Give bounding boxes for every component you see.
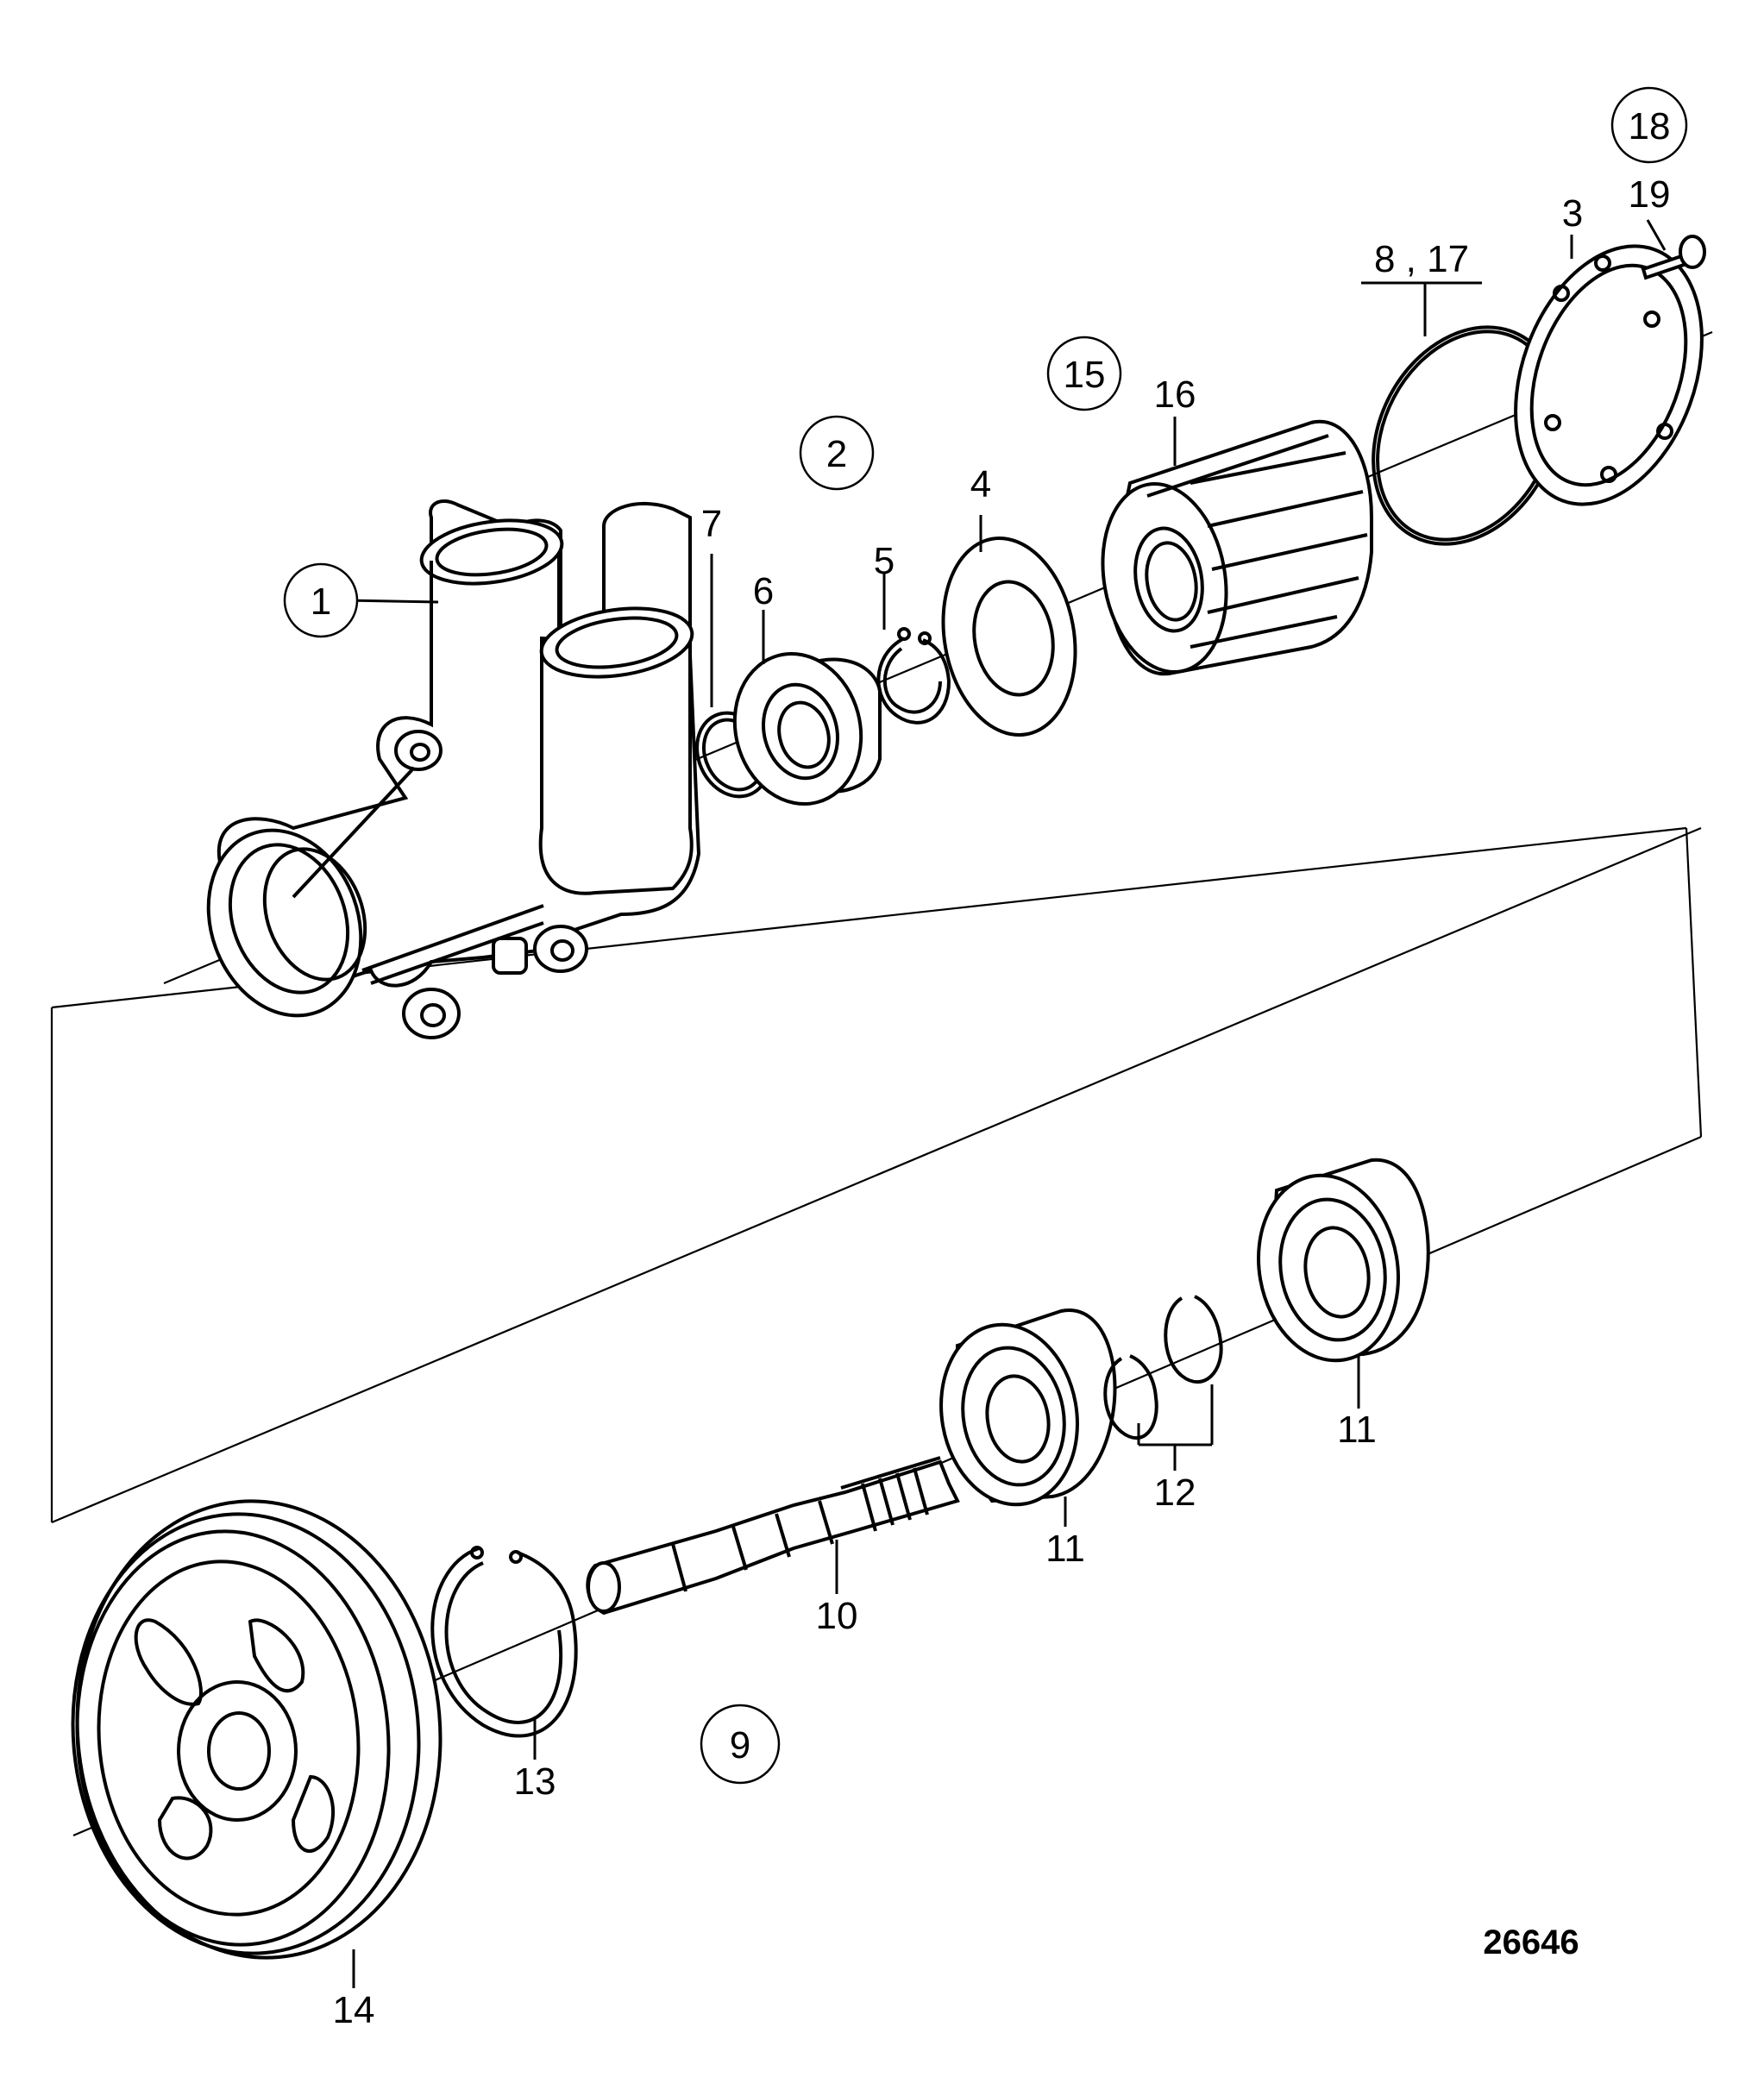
callout-6: 6	[753, 570, 774, 612]
callout-11-b: 11	[1337, 1409, 1377, 1451]
circlips-12	[1103, 1295, 1223, 1440]
callout-10: 10	[816, 1595, 858, 1637]
callout-9: 9	[700, 1704, 781, 1785]
callout-15: 15	[1046, 336, 1122, 411]
callout-1: 1	[283, 562, 359, 638]
callout-label: 2	[826, 433, 847, 475]
callout-circle	[799, 415, 875, 491]
impeller-16	[1101, 419, 1373, 676]
circlip-5	[876, 627, 951, 725]
callout-16: 16	[1154, 373, 1196, 416]
bearing-11-a	[939, 1308, 1117, 1507]
cover-3	[1514, 244, 1704, 506]
callout-8-17: 8 , 17	[1374, 238, 1469, 280]
callout-circle	[700, 1704, 781, 1785]
callout-circle	[283, 562, 359, 638]
callout-5: 5	[874, 540, 895, 582]
callout-circle	[1046, 336, 1122, 411]
callout-label: 15	[1064, 354, 1106, 396]
shaft-10	[586, 1456, 960, 1616]
callouts: 1 2 3 4 5 6 7 8 , 17 9 10 11 11 12 13 14…	[283, 86, 1688, 2031]
pump-housing	[206, 499, 701, 1039]
callout-label: 9	[730, 1724, 750, 1767]
callout-11-a: 11	[1045, 1528, 1085, 1570]
callout-label: 1	[311, 580, 331, 623]
bearing-11-b	[1257, 1158, 1430, 1363]
callout-19: 19	[1629, 173, 1671, 216]
seal-6	[732, 651, 882, 806]
callout-2: 2	[799, 415, 875, 491]
callout-13: 13	[514, 1760, 556, 1803]
callout-7: 7	[701, 503, 722, 545]
pulley-14	[71, 1499, 443, 1960]
circlip-13	[430, 1546, 578, 1738]
callout-18: 18	[1610, 86, 1688, 164]
callout-circle	[1610, 86, 1688, 164]
callout-label: 18	[1629, 105, 1671, 147]
drawing-number: 26646	[1483, 1923, 1579, 1961]
callout-14: 14	[333, 1989, 375, 2031]
callout-3: 3	[1562, 192, 1583, 235]
callout-4: 4	[970, 463, 991, 505]
callout-12: 12	[1154, 1472, 1196, 1514]
wear-plate-4	[941, 537, 1077, 737]
screw-19	[1641, 235, 1706, 280]
leader-lines	[344, 219, 1667, 1988]
